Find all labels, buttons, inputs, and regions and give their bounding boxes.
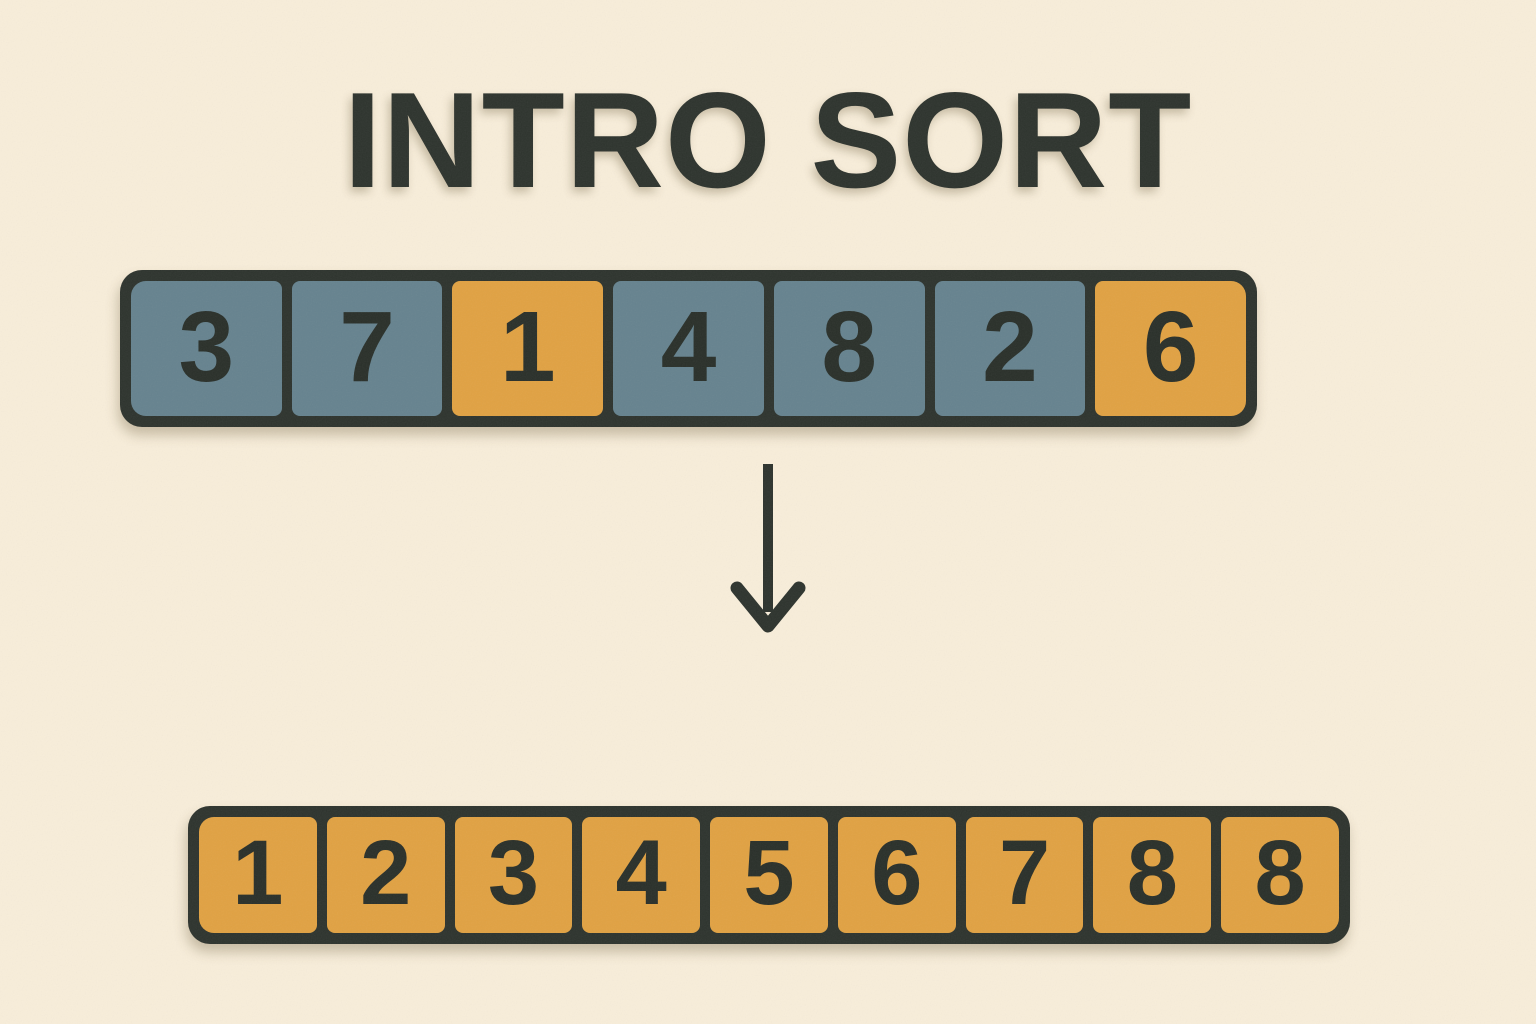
array-cell: 3 [131,281,282,416]
array-cell: 7 [965,817,1084,933]
down-arrow-icon [730,464,806,633]
array-cell: 1 [452,281,604,416]
array-cell: 6 [1095,281,1247,416]
page-title: INTRO SORT [343,64,1193,216]
array-cell: 4 [582,817,701,933]
array-cell: 8 [773,281,925,416]
array-cell: 5 [710,817,828,933]
array-cell: 2 [326,817,445,933]
array-cell: 8 [1093,817,1212,933]
array-cell: 3 [454,817,573,933]
array-cell: 1 [199,817,317,933]
array-cell: 4 [613,281,764,416]
array-cell: 6 [837,817,956,933]
array-cell: 7 [291,281,443,416]
array-cell: 8 [1221,817,1340,933]
array-cell: 2 [934,281,1086,416]
